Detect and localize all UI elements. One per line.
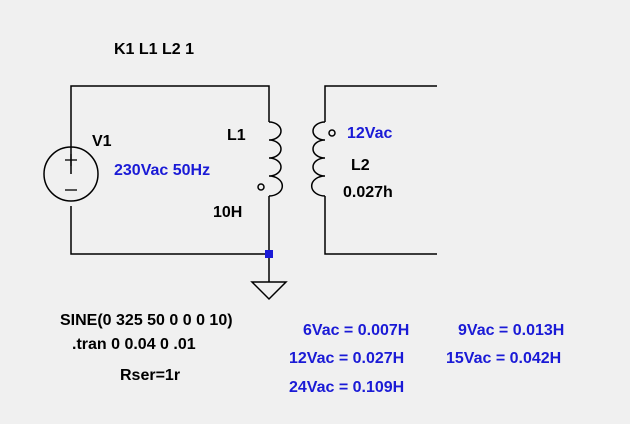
note-24vac[interactable]: 24Vac = 0.109H bbox=[289, 379, 405, 396]
primary-wire-top bbox=[70, 85, 270, 174]
inductor-l2-name[interactable]: L2 bbox=[351, 157, 370, 174]
source-series-resistance[interactable]: Rser=1r bbox=[120, 367, 181, 384]
tran-directive[interactable]: .tran 0 0.04 0 .01 bbox=[72, 336, 196, 353]
ground-node-marker[interactable] bbox=[265, 250, 273, 258]
secondary-wire-bottom bbox=[324, 196, 437, 255]
inductor-l1-value[interactable]: 10H bbox=[213, 204, 243, 221]
secondary-voltage-label[interactable]: 12Vac bbox=[347, 125, 393, 142]
inductor-l1-name[interactable]: L1 bbox=[227, 127, 246, 144]
inductor-l2-coil-icon[interactable] bbox=[310, 121, 336, 197]
primary-wire-bottom bbox=[70, 196, 270, 255]
inductor-l1-coil-icon[interactable] bbox=[257, 121, 284, 197]
source-sine-spec[interactable]: SINE(0 325 50 0 0 0 10) bbox=[60, 312, 233, 329]
coupling-directive[interactable]: K1 L1 L2 1 bbox=[114, 41, 195, 58]
note-12vac[interactable]: 12Vac = 0.027H bbox=[289, 350, 405, 367]
note-15vac[interactable]: 15Vac = 0.042H bbox=[446, 350, 562, 367]
note-6vac[interactable]: 6Vac = 0.007H bbox=[303, 322, 410, 339]
secondary-wire-top bbox=[324, 85, 437, 122]
ground-icon bbox=[250, 281, 288, 301]
note-9vac[interactable]: 9Vac = 0.013H bbox=[458, 322, 565, 339]
ac-voltage-source-icon[interactable] bbox=[43, 146, 99, 202]
source-value[interactable]: 230Vac 50Hz bbox=[114, 162, 211, 179]
source-name[interactable]: V1 bbox=[92, 133, 112, 150]
inductor-l2-value[interactable]: 0.027h bbox=[343, 184, 393, 201]
